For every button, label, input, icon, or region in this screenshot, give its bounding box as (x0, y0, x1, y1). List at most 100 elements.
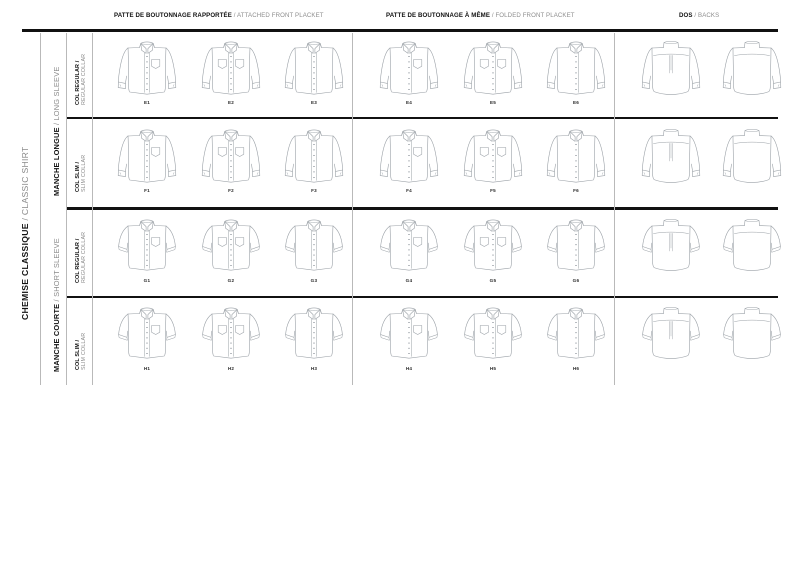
garment-code-label: F6 (573, 188, 579, 193)
garment-cell-e5[interactable]: E5 (454, 36, 532, 105)
shirt-front-illustration (108, 36, 186, 98)
garment-cell-f2[interactable]: F2 (192, 124, 270, 193)
garment-code-label: G5 (489, 278, 497, 283)
garment-cell-back-yoke[interactable] (713, 36, 791, 98)
shirt-front-illustration (108, 214, 186, 276)
sleeve-group-short-fr: MANCHE COURTE (52, 303, 61, 372)
garment-code-label: F5 (490, 188, 496, 193)
garment-code-label: F2 (228, 188, 234, 193)
garment-cell-h1[interactable]: H1 (108, 302, 186, 371)
garment-cell-g2[interactable]: G2 (192, 214, 270, 283)
garment-cell-back-yoke[interactable] (713, 214, 791, 276)
garment-code-label: E1 (143, 100, 151, 105)
shirt-front-illustration (192, 36, 270, 98)
garment-cell-back-pleat[interactable] (632, 214, 710, 276)
collar-row-label-f-en: SLIM COLLAR (81, 154, 88, 192)
collar-row-label-g: COL REGULAR / REGULAR COLLAR (75, 232, 88, 283)
garment-cell-g4[interactable]: G4 (370, 214, 448, 283)
garment-cell-back-pleat[interactable] (632, 124, 710, 186)
garment-cell-back-yoke[interactable] (713, 302, 791, 364)
sleeve-group-long: MANCHE LONGUE / LONG SLEEVE (52, 67, 61, 196)
garment-code-label: H1 (143, 366, 151, 371)
garment-cell-g6[interactable]: G6 (537, 214, 615, 283)
garment-cell-g3[interactable]: G3 (275, 214, 353, 283)
collar-row-label-h: COL SLIM / SLIM COLLAR (75, 333, 88, 370)
sleeve-group-short: MANCHE COURTE / SHORT SLEEVE (52, 238, 61, 372)
shirt-front-illustration (370, 124, 448, 186)
shirt-back-illustration (632, 124, 710, 186)
garment-code-label: G6 (572, 278, 580, 283)
shirt-back-illustration (713, 302, 791, 364)
garment-cell-back-pleat[interactable] (632, 36, 710, 98)
garment-code-label: G2 (227, 278, 235, 283)
divider-collar-column (92, 33, 93, 385)
garment-cell-e1[interactable]: E1 (108, 36, 186, 105)
garment-code-label: F3 (311, 188, 317, 193)
shirt-front-illustration (192, 124, 270, 186)
garment-cell-f6[interactable]: F6 (537, 124, 615, 193)
sheet-title: CHEMISE CLASSIQUE / CLASSIC SHIRT (20, 146, 30, 320)
garment-cell-e6[interactable]: E6 (537, 36, 615, 105)
shirt-back-illustration (632, 302, 710, 364)
collar-row-label-e: COL REGULAR / REGULAR COLLAR (75, 54, 88, 105)
column-header-strip: PATTE DE BOUTONNAGE RAPPORTÉE / ATTACHED… (0, 9, 800, 23)
collar-row-label-h-en: SLIM COLLAR (81, 332, 88, 370)
garment-code-label: H6 (572, 366, 580, 371)
divider-title-column (40, 33, 41, 385)
shirt-front-illustration (537, 302, 615, 364)
garment-code-label: G3 (310, 278, 318, 283)
garment-code-label: G4 (405, 278, 413, 283)
garment-cell-f3[interactable]: F3 (275, 124, 353, 193)
garment-cell-back-yoke[interactable] (713, 124, 791, 186)
column-header-folded-placket: PATTE DE BOUTONNAGE À MÊME / FOLDED FRON… (386, 9, 575, 23)
shirt-back-illustration (713, 214, 791, 276)
garment-cell-g1[interactable]: G1 (108, 214, 186, 283)
garment-cell-back-pleat[interactable] (632, 302, 710, 364)
garment-cell-h6[interactable]: H6 (537, 302, 615, 371)
shirt-front-illustration (370, 36, 448, 98)
column-header-folded-placket-en: / FOLDED FRONT PLACKET (491, 12, 575, 19)
garment-cell-h4[interactable]: H4 (370, 302, 448, 371)
column-header-backs-en: / BACKS (694, 12, 720, 19)
sheet-title-en: / CLASSIC SHIRT (20, 146, 30, 221)
shirt-back-illustration (713, 36, 791, 98)
divider-fronts-backs (614, 33, 615, 385)
garment-cell-e2[interactable]: E2 (192, 36, 270, 105)
garment-cell-e4[interactable]: E4 (370, 36, 448, 105)
garment-code-label: H3 (310, 366, 318, 371)
garment-code-label: E2 (227, 100, 235, 105)
garment-cell-h2[interactable]: H2 (192, 302, 270, 371)
divider-sleeve-column (66, 33, 67, 385)
shirt-front-illustration (275, 124, 353, 186)
rule-between-g-and-h (66, 296, 778, 299)
garment-cell-h5[interactable]: H5 (454, 302, 532, 371)
garment-cell-h3[interactable]: H3 (275, 302, 353, 371)
garment-cell-g5[interactable]: G5 (454, 214, 532, 283)
shirt-front-illustration (370, 214, 448, 276)
garment-code-label: E4 (405, 100, 413, 105)
shirt-front-illustration (275, 214, 353, 276)
garment-code-label: F1 (144, 188, 150, 193)
column-header-attached-placket: PATTE DE BOUTONNAGE RAPPORTÉE / ATTACHED… (114, 9, 324, 23)
garment-cell-f1[interactable]: F1 (108, 124, 186, 193)
garment-code-label: G1 (143, 278, 151, 283)
garment-code-label: H5 (489, 366, 497, 371)
rule-between-long-and-short-sleeve (66, 207, 778, 210)
garment-cell-e3[interactable]: E3 (275, 36, 353, 105)
shirt-front-illustration (108, 302, 186, 364)
shirt-front-illustration (370, 302, 448, 364)
collar-row-label-e-en: REGULAR COLLAR (81, 53, 88, 105)
garment-code-label: E5 (489, 100, 497, 105)
shirt-front-illustration (192, 214, 270, 276)
garment-cell-f4[interactable]: F4 (370, 124, 448, 193)
garment-code-label: F4 (406, 188, 412, 193)
garment-cell-f5[interactable]: F5 (454, 124, 532, 193)
shirt-front-illustration (275, 36, 353, 98)
garment-code-label: E6 (572, 100, 580, 105)
shirt-front-illustration (454, 214, 532, 276)
collar-row-label-g-en: REGULAR COLLAR (81, 231, 88, 283)
garment-code-label: H4 (405, 366, 413, 371)
column-header-folded-placket-fr: PATTE DE BOUTONNAGE À MÊME (386, 12, 491, 19)
sleeve-group-long-en: / LONG SLEEVE (52, 66, 61, 126)
